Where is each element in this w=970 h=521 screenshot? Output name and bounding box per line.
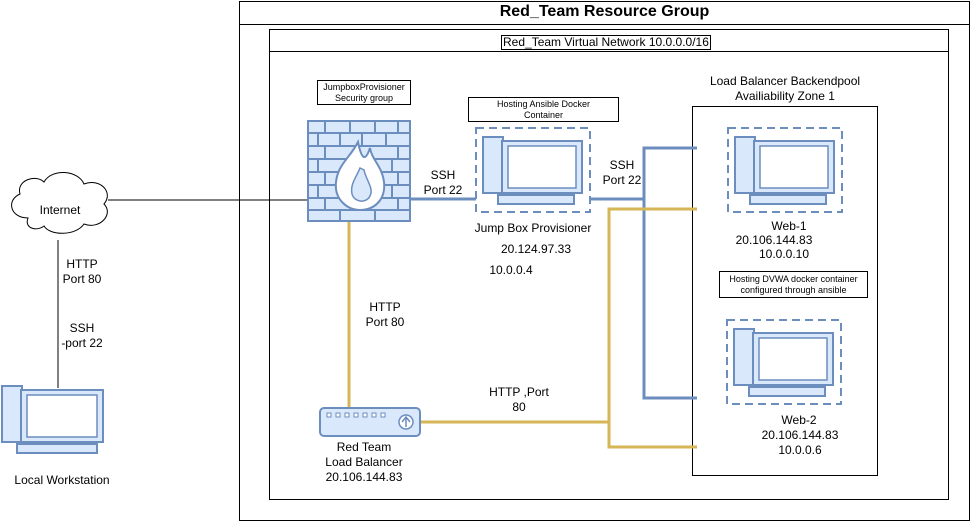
web1-private-ip: 10.0.0.10	[758, 247, 810, 261]
lb-web2-http-link	[607, 422, 697, 449]
jumpbox-ansible-note: Hosting Ansible Docker Container	[468, 97, 619, 122]
web1-name: Web-1	[771, 219, 807, 233]
jumpbox-computer-icon	[475, 127, 591, 213]
vnet-title: Red_Team Virtual Network 10.0.0.0/16	[501, 35, 711, 50]
web1-computer-icon	[727, 127, 843, 213]
workstation-label: Local Workstation	[14, 473, 110, 487]
jumpbox-name: Jump Box Provisioner	[474, 221, 592, 235]
firewall-icon	[307, 120, 411, 222]
jumpbox-private-ip: 10.0.0.4	[489, 263, 533, 277]
web1-public-ip: 20.106.144.83	[735, 233, 813, 247]
firewall-lb-http-label: HTTP Port 80	[365, 300, 405, 329]
jumpbox-web-ssh-link	[590, 146, 697, 201]
vnet-title-text: Red_Team Virtual Network 10.0.0.0/16	[503, 35, 709, 49]
lb-web-http-label: HTTP ,Port 80	[489, 385, 549, 414]
local-workstation-computer-icon	[1, 385, 104, 454]
lb-web-http-link	[420, 207, 697, 424]
jumpbox-public-ip: 20.124.97.33	[500, 242, 572, 256]
resource-group-title: Red_Team Resource Group	[499, 3, 710, 20]
web2-public-ip: 20.106.144.83	[761, 428, 839, 442]
web2-computer-icon	[726, 319, 842, 405]
web2-name: Web-2	[781, 413, 817, 427]
web2-dvwa-note: Hosting DVWA docker container configured…	[719, 271, 868, 298]
load-balancer-label: Red Team Load Balancer 20.106.144.83	[325, 440, 403, 484]
internet-cloud-icon	[11, 172, 108, 234]
firewall-jumpbox-ssh-label: SSH Port 22	[423, 168, 463, 197]
web2-private-ip: 10.0.0.6	[778, 443, 822, 457]
jump-web-ssh-label: SSH Port 22	[602, 158, 642, 187]
internet-http-label: HTTP Port 80	[62, 257, 102, 286]
backend-pool-title: Load Balancer Backendpool Availiability …	[709, 74, 861, 103]
backend-pool-container	[692, 106, 878, 476]
vnet-title-bar	[269, 29, 949, 52]
internet-label: Internet	[39, 203, 81, 217]
firewall-security-group-note: JumpboxProvisioner Security group	[317, 80, 411, 105]
load-balancer-icon	[319, 407, 421, 437]
internet-ssh-label: SSH -port 22	[61, 321, 103, 350]
jumpbox-web2-ssh-link	[642, 199, 697, 400]
